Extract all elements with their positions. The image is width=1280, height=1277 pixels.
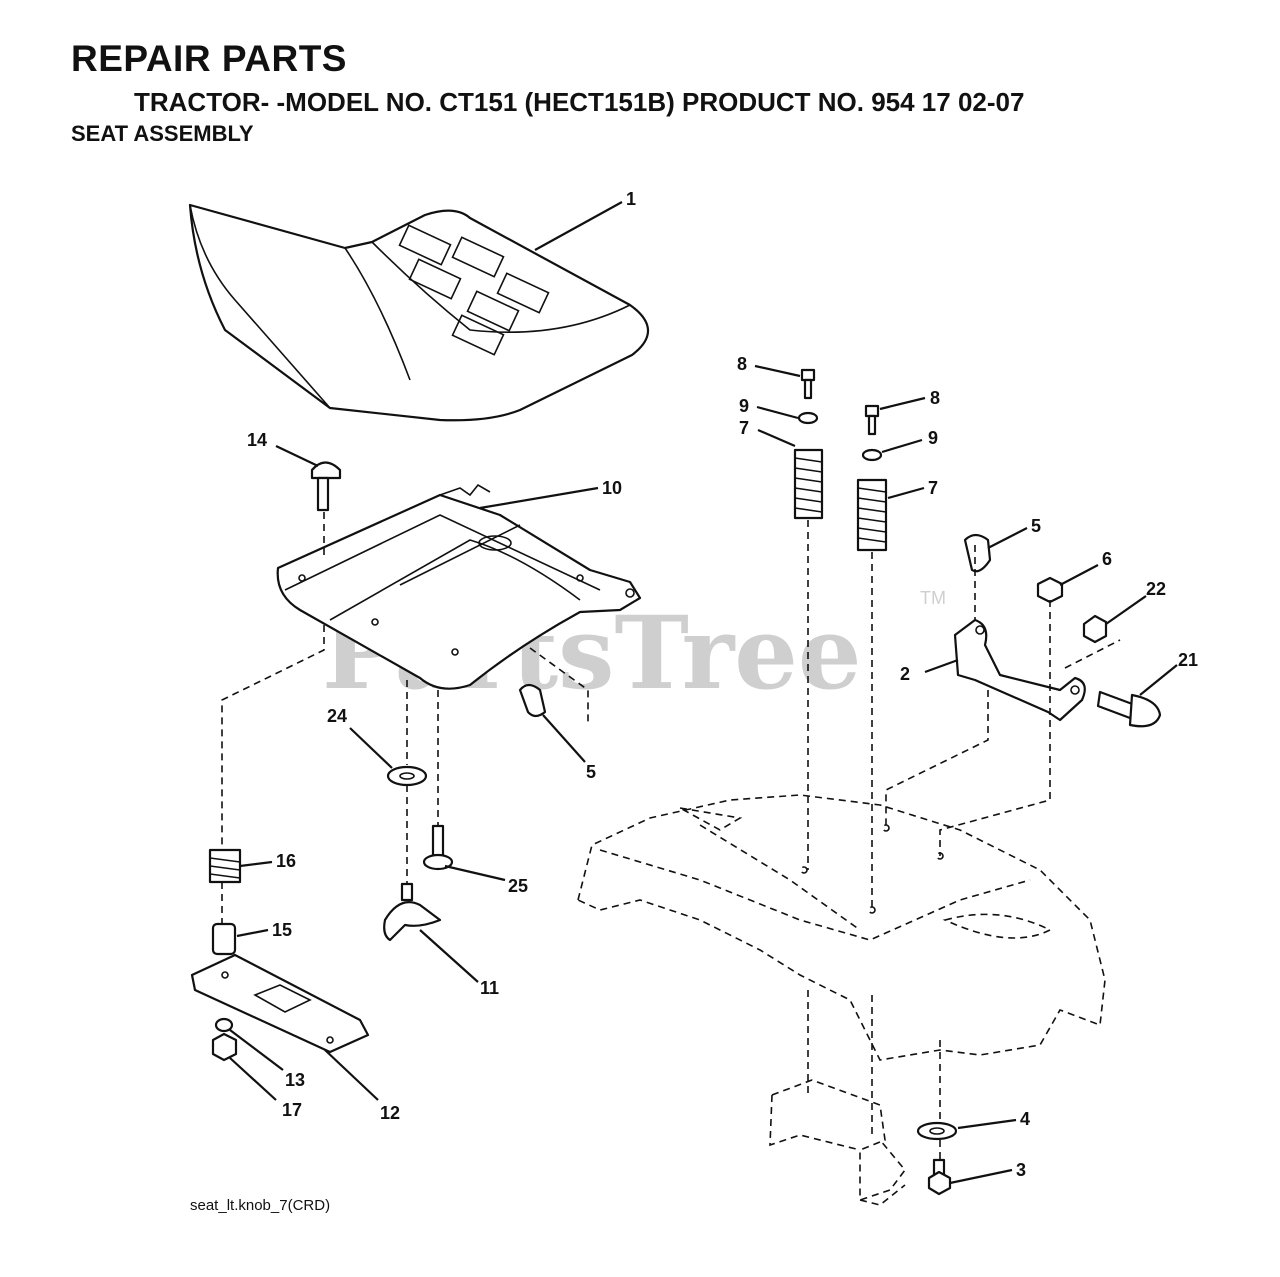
callout-bracket: 2 [900,664,910,684]
callout-bolt-21: 21 [1178,650,1198,670]
callout-washer-24: 24 [327,706,347,726]
callout-nut-6: 6 [1102,549,1112,569]
section-title: SEAT ASSEMBLY [71,121,254,146]
bracket-part [953,618,1086,722]
tractor-mount-outline [769,1079,907,1206]
bolt-3-part [927,1158,952,1196]
callout-washer-9-left: 9 [739,396,749,416]
callout-seat: 1 [626,189,636,209]
page-title: REPAIR PARTS [71,38,347,79]
knob-part [383,882,442,942]
washer-4-part [916,1121,958,1141]
callout-spring-right: 7 [928,478,938,498]
seat-part [188,203,650,422]
carriage-bolt-part [310,461,342,512]
slide-plate-part [190,953,370,1054]
spring-stack-left [793,368,824,520]
spring-stack-right [856,404,888,552]
callout-clip-upper: 5 [1031,516,1041,536]
clip-upper-part [963,533,992,573]
tractor-fender-outline [577,794,1106,1061]
callout-bolt-8-right: 8 [930,388,940,408]
nut-17-part [211,1032,238,1062]
nut-13-part [214,1017,234,1033]
callout-washer-4: 4 [1020,1109,1030,1129]
seat-pan-part [276,483,642,690]
nut-6-part [1036,576,1064,604]
callout-bolt-25: 25 [508,876,528,896]
callout-spring-left: 7 [739,418,749,438]
model-subtitle: TRACTOR- -MODEL NO. CT151 (HECT151B) PRO… [134,87,1025,117]
callout-bolt-3: 3 [1016,1160,1026,1180]
leader-lines [229,201,1178,1185]
nut-22-part [1082,614,1108,644]
assembly-lines [221,512,1121,1160]
clip-lower-part [518,683,547,718]
callout-nut-13: 13 [285,1070,305,1090]
callout-clip-lower: 5 [586,762,596,782]
watermark-trademark: TM [920,588,946,608]
callout-bolt-8-left: 8 [737,354,747,374]
washer-24-part [386,765,428,787]
callout-knob: 11 [480,978,499,998]
callout-slide-plate: 12 [380,1103,400,1123]
bolt-25-part [422,824,454,871]
callout-seat-pan: 10 [602,478,622,498]
spacer-part [211,922,237,956]
spring-16-part [208,848,242,884]
bolt-21-part [1096,690,1162,728]
callout-spring-16: 16 [276,851,296,871]
callout-nut-22: 22 [1146,579,1166,599]
callout-washer-9-right: 9 [928,428,938,448]
callout-nut-17: 17 [282,1100,302,1120]
callout-labels: 1 10 14 8 9 7 8 9 7 5 6 22 21 2 5 24 25 … [247,189,1198,1180]
callout-spacer: 15 [272,920,292,940]
drawing-id: seat_lt.knob_7(CRD) [190,1197,331,1214]
callout-carriage-bolt: 14 [247,430,267,450]
